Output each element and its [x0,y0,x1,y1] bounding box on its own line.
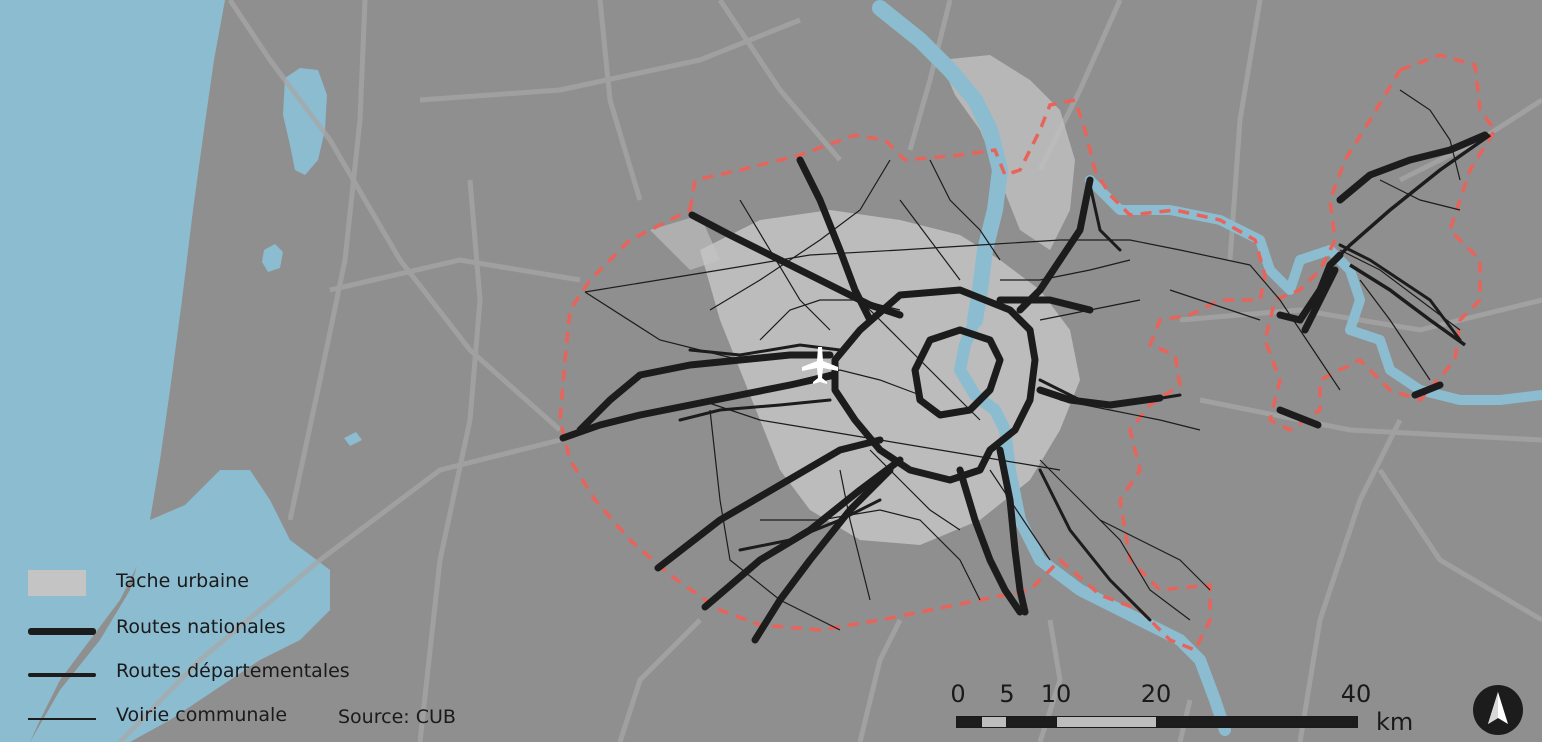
departmental-swatch [28,673,96,677]
legend-label-urban: Tache urbaine [116,570,249,592]
legend-item-national: Routes nationales [0,616,480,646]
national-roads [559,131,1489,644]
scale-segment [956,716,982,728]
scale-bar: 0 5 10 20 40 km [950,680,1413,740]
source-credit: Source: CUB [338,706,456,728]
legend-label-national: Routes nationales [116,616,286,638]
scale-segment [1156,716,1358,728]
legend-label-departmental: Routes départementales [116,660,350,682]
communal-swatch [28,718,96,720]
area-boundaries [558,53,1498,653]
motorway-diagonal [1328,133,1492,347]
scale-tick: 20 [1140,680,1172,708]
legend-item-urban: Tache urbaine [0,570,480,600]
minor-roads [118,0,1542,742]
scale-segment [1056,716,1157,728]
legend-item-communal: Voirie communale [0,704,480,734]
north-arrow-icon [1473,685,1523,735]
scale-tick: 5 [999,680,1015,708]
scale-tick: 0 [950,680,966,708]
scale-tick: 40 [1340,680,1372,708]
scale-segment [981,716,1007,728]
scale-unit: km [1376,708,1414,736]
lake-small [344,432,362,446]
bay [30,470,330,742]
legend: Tache urbaine Routes nationales Routes d… [0,560,480,742]
legend-item-departmental: Routes départementales [0,660,480,690]
departmental-roads [678,183,1462,622]
lake-lacanau [262,244,283,272]
national-swatch [28,628,96,635]
airplane-icon [802,347,838,384]
legend-label-communal: Voirie communale [116,704,288,726]
scale-tick: 10 [1040,680,1072,708]
ocean [0,0,225,742]
scale-segment [1006,716,1057,728]
urban-swatch [28,570,86,596]
